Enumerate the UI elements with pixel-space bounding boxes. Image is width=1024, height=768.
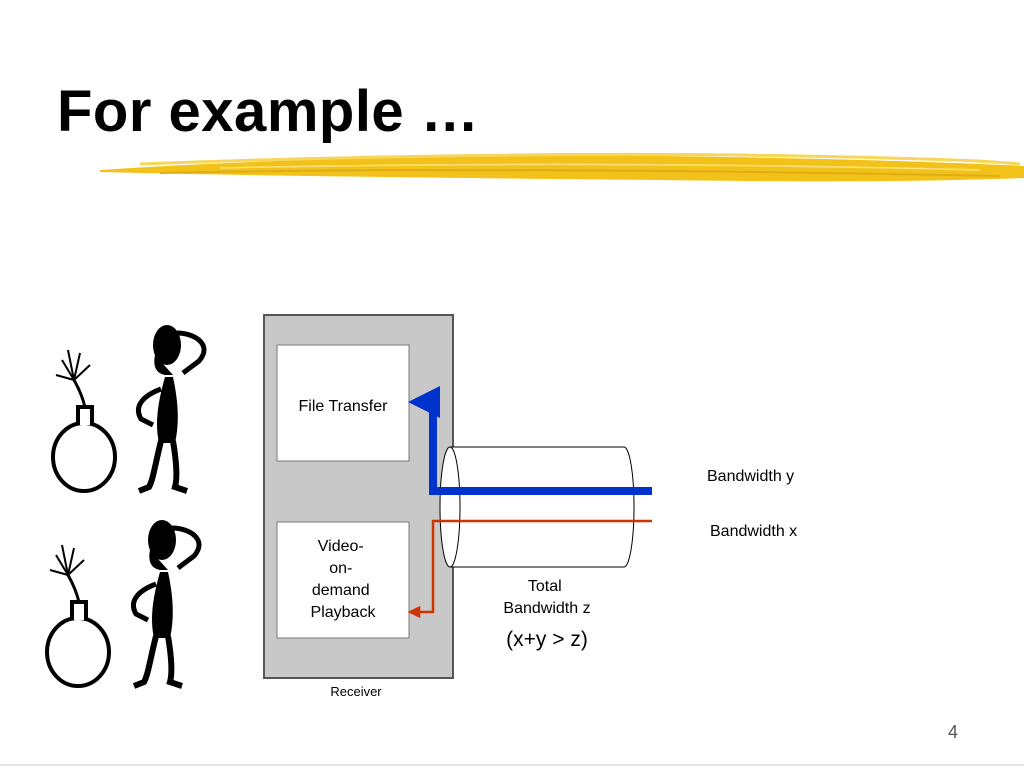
total-label-line: Bandwidth z (503, 600, 590, 617)
bandwidth-x-line (407, 519, 652, 619)
bomb-icon (51, 349, 117, 493)
title-underline-brush (100, 152, 1024, 182)
video-label-line: on- (329, 560, 352, 577)
slide-title: For example … (57, 79, 480, 144)
bomb-icon (45, 544, 111, 688)
file-transfer-box (276, 344, 410, 462)
footer-rule (0, 764, 1024, 766)
constraint-label: (x+y > z) (506, 628, 588, 651)
file-transfer-label: File Transfer (299, 398, 389, 415)
confused-figure-icon (136, 325, 207, 494)
bandwidth-x-label: Bandwidth x (710, 523, 797, 540)
receiver-label: Receiver (330, 684, 382, 699)
page-number: 4 (947, 722, 958, 742)
video-playback-label: Video- on- demand Playback (311, 538, 377, 621)
video-label-line: Playback (311, 604, 377, 621)
bandwidth-y-line (408, 386, 652, 495)
video-playback-box (276, 521, 410, 639)
bandwidth-y-label: Bandwidth y (707, 468, 794, 485)
total-label-line: Total (528, 578, 562, 595)
pipe-opening (439, 446, 461, 568)
video-label-line: Video- (318, 538, 364, 555)
bandwidth-pipe (450, 446, 635, 568)
confused-figure-icon (131, 520, 202, 689)
video-label-line: demand (312, 582, 370, 599)
total-bandwidth-label: Total Bandwidth z (503, 578, 590, 617)
